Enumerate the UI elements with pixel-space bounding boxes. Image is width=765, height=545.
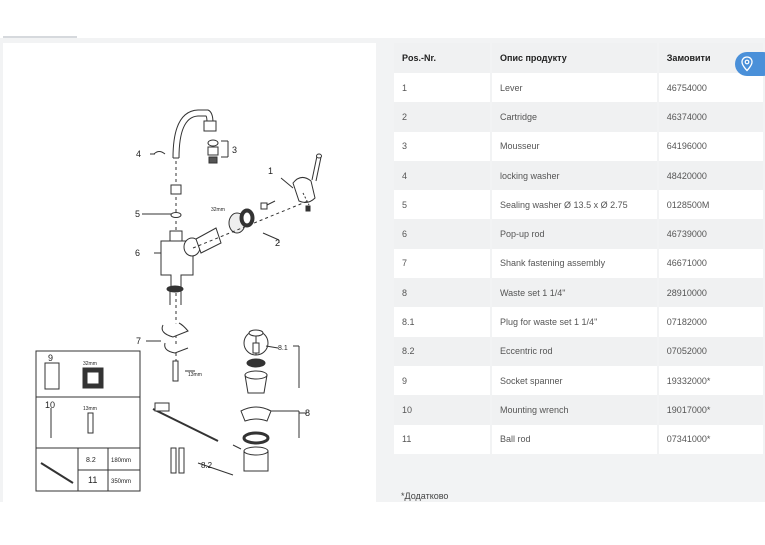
callout-7: 7 <box>136 336 141 346</box>
header-description: Опис продукту <box>492 43 657 73</box>
callout-8-2: 8.2 <box>201 461 213 470</box>
cell-pos: 5 <box>394 190 491 220</box>
locking-washer <box>153 151 166 155</box>
legend-10-dim: 13mm <box>83 406 97 412</box>
eccentric-rod <box>152 408 219 442</box>
exploded-diagram-panel: 4 3 1 5 2 6 7 8.1 8 8.2 32mm 13mm 9 32mm… <box>3 43 376 502</box>
cell-order[interactable]: 46739000 <box>658 219 763 249</box>
cell-pos: 9 <box>394 365 491 396</box>
cell-order[interactable]: 48420000 <box>658 160 763 191</box>
legend-11: 11 <box>88 475 97 485</box>
dim-13mm: 13mm <box>188 372 202 378</box>
cell-pos: 8.1 <box>394 307 491 337</box>
faucet-spout <box>172 109 214 159</box>
cell-order[interactable]: 28910000 <box>658 278 763 308</box>
table-header-row: Pos.-Nr. Опис продукту Замовити <box>394 43 763 73</box>
cell-order[interactable]: 64196000 <box>658 131 763 161</box>
cell-pos: 8 <box>394 278 491 308</box>
exploded-diagram: 4 3 1 5 2 6 7 8.1 8 8.2 32mm 13mm 9 32mm… <box>35 109 322 492</box>
legend-8-2: 8.2 <box>86 457 96 464</box>
cell-order[interactable]: 0128500M <box>658 190 763 220</box>
callout-1: 1 <box>268 166 273 176</box>
cell-desc: Pop-up rod <box>492 219 657 249</box>
cell-pos: 11 <box>394 424 491 454</box>
cell-pos: 10 <box>394 395 491 425</box>
callout-2: 2 <box>275 238 280 248</box>
legend-8-2-dim: 180mm <box>111 458 131 464</box>
cell-order[interactable]: 46374000 <box>658 102 763 132</box>
cell-desc: Eccentric rod <box>492 336 657 366</box>
top-band <box>0 0 765 38</box>
cell-order[interactable]: 19017000* <box>658 395 763 425</box>
bottom-band <box>0 502 765 545</box>
cell-desc: Lever <box>492 73 657 103</box>
cell-order[interactable]: 07341000* <box>658 424 763 454</box>
callout-5: 5 <box>135 209 140 219</box>
legend-11-dim: 350mm <box>111 479 131 485</box>
cell-order[interactable]: 07182000 <box>658 307 763 337</box>
cell-desc: Ball rod <box>492 424 657 454</box>
callout-6: 6 <box>135 248 140 258</box>
header-pos: Pos.-Nr. <box>394 43 491 73</box>
aerator-part <box>207 139 219 147</box>
lever <box>292 177 316 203</box>
cell-pos: 2 <box>394 102 491 132</box>
cell-pos: 7 <box>394 248 491 279</box>
cell-pos: 6 <box>394 219 491 249</box>
cell-desc: Shank fastening assembly <box>492 248 657 279</box>
cell-desc: Socket spanner <box>492 365 657 396</box>
dim-32mm: 32mm <box>211 207 225 213</box>
cell-desc: Sealing washer Ø 13.5 x Ø 2.75 <box>492 190 657 220</box>
footnote: *Додатково <box>401 491 449 501</box>
cell-desc: Cartridge <box>492 102 657 132</box>
cell-pos: 4 <box>394 160 491 191</box>
callout-8-1: 8.1 <box>278 345 288 352</box>
cell-pos: 8.2 <box>394 336 491 366</box>
callout-4: 4 <box>136 149 141 159</box>
map-pin-icon <box>741 56 753 72</box>
cell-desc: Mousseur <box>492 131 657 161</box>
legend-9-dim: 32mm <box>83 361 97 367</box>
legend-10: 10 <box>45 400 55 410</box>
callout-8: 8 <box>305 408 310 418</box>
map-pin-button[interactable] <box>735 52 765 76</box>
cell-desc: locking washer <box>492 160 657 191</box>
cell-order[interactable]: 46754000 <box>658 73 763 103</box>
sealing-washer <box>170 212 182 218</box>
callout-3: 3 <box>232 145 237 155</box>
cell-desc: Waste set 1 1/4" <box>492 278 657 308</box>
cell-order[interactable]: 19332000* <box>658 365 763 396</box>
cell-desc: Mounting wrench <box>492 395 657 425</box>
cell-desc: Plug for waste set 1 1/4" <box>492 307 657 337</box>
cell-pos: 3 <box>394 131 491 161</box>
active-tab-indicator[interactable] <box>3 36 77 38</box>
cell-order[interactable]: 46671000 <box>658 248 763 279</box>
cell-pos: 1 <box>394 73 491 103</box>
cell-order[interactable]: 07052000 <box>658 336 763 366</box>
legend-9: 9 <box>48 353 53 363</box>
